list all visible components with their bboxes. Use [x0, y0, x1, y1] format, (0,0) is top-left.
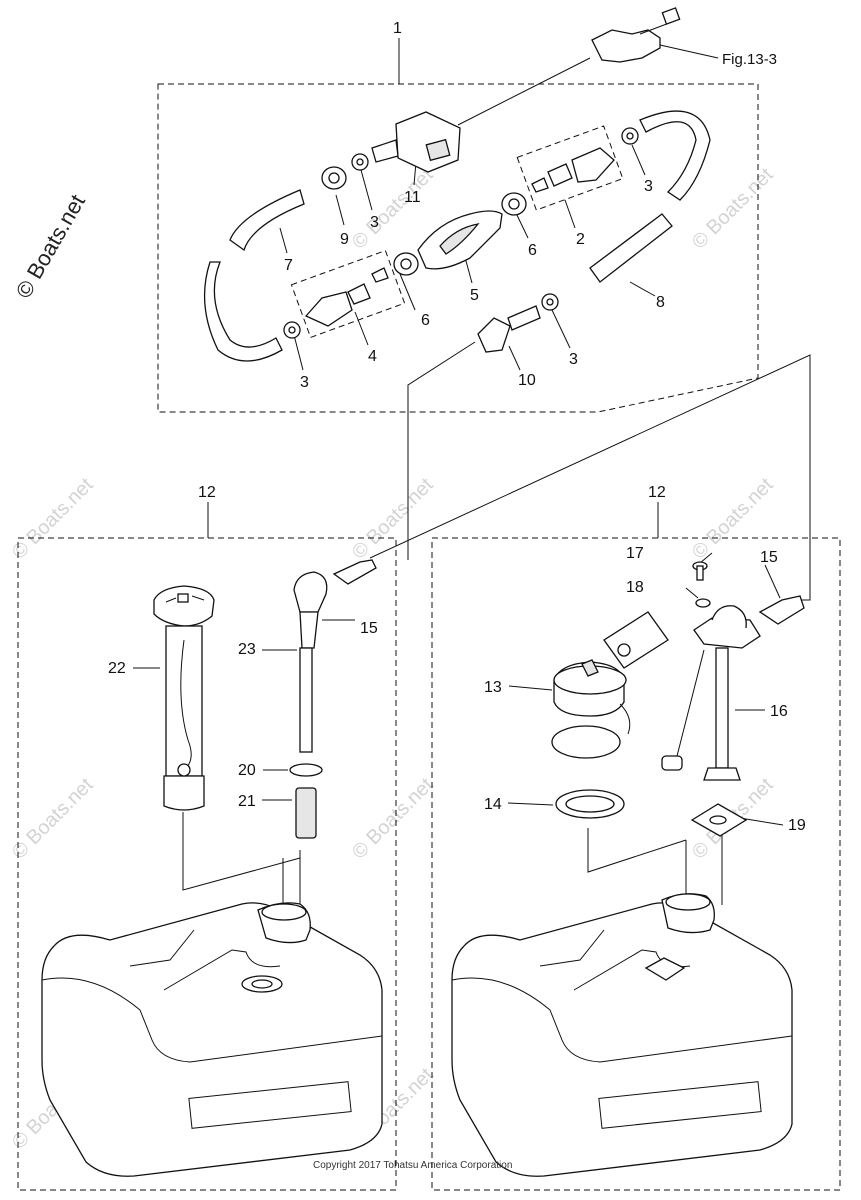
part-21-strainer: [295, 787, 317, 839]
hose-7: [203, 189, 305, 362]
callout-5: 5: [470, 287, 479, 304]
fuel-tank-right: [451, 893, 793, 1177]
callout-10: 10: [518, 372, 536, 389]
callout-3: 3: [644, 178, 653, 195]
watermark: © Boats.net: [348, 774, 438, 864]
washers-top: [283, 127, 639, 339]
callout-3: 3: [370, 214, 379, 231]
callout-labels: 1 Fig.13-3 11 9 3 7 3 2 6 5 8 6 4 3 3 10…: [108, 20, 806, 834]
callout-13: 13: [484, 679, 502, 696]
callout-7: 7: [284, 257, 293, 274]
part-19-gasket: [690, 803, 748, 837]
callout-15-left: 15: [360, 620, 378, 637]
callout-22: 22: [108, 660, 126, 677]
part-22-fuel-gauge: [153, 585, 215, 811]
tank-right-box: [431, 537, 841, 1191]
callout-12-right: 12: [648, 484, 666, 501]
part-15-connector-left: [332, 559, 377, 585]
callout-3: 3: [569, 351, 578, 368]
hose-8: [589, 213, 673, 283]
figure-reference: Fig.13-3: [722, 51, 777, 68]
part-17-screw: [692, 561, 708, 581]
callout-6: 6: [421, 312, 430, 329]
watermark: © Boats.net: [8, 474, 98, 564]
fuel-line-assembly-box: [157, 83, 759, 413]
copyright-notice: Copyright 2017 Tohatsu America Corporati…: [313, 1160, 512, 1171]
callout-23: 23: [238, 641, 256, 658]
part-2-quick-connector: [516, 125, 624, 211]
part-15-connector-right: [758, 595, 805, 625]
watermark: © Boats.net: [8, 774, 98, 864]
callout-17: 17: [626, 545, 644, 562]
callout-15-right: 15: [760, 549, 778, 566]
watermark: © Boats.net: [348, 474, 438, 564]
callout-14: 14: [484, 796, 502, 813]
fuel-tank-left: [41, 902, 383, 1177]
callout-16: 16: [770, 703, 788, 720]
part-16-sender: [661, 605, 761, 781]
callout-20: 20: [238, 762, 256, 779]
watermark: © Boats.net: [348, 164, 438, 254]
callout-1: 1: [393, 20, 402, 37]
label-plate: [603, 611, 669, 669]
callout-18: 18: [626, 579, 644, 596]
callout-9: 9: [340, 231, 349, 248]
callout-2: 2: [576, 231, 585, 248]
callout-11: 11: [404, 189, 421, 206]
part-11-connector-block: [371, 111, 461, 173]
watermark: © Boats.net: [688, 164, 778, 254]
part-5-primer-bulb: [417, 210, 503, 270]
engine-connector: [591, 7, 681, 63]
part-13-fuel-cap: [551, 659, 631, 759]
hose-upper: [639, 110, 711, 201]
part-23-pickup-tube: [293, 571, 328, 753]
side-watermark: © Boats.net: [11, 190, 90, 302]
part-18-washer: [695, 598, 711, 608]
part-10-fitting: [477, 305, 541, 353]
tank-left-box: [17, 537, 397, 1191]
callout-3: 3: [300, 374, 309, 391]
part-14-gasket: [555, 789, 625, 819]
callout-8: 8: [656, 294, 665, 311]
callout-6: 6: [528, 242, 537, 259]
leader-lines: [133, 38, 811, 980]
callout-21: 21: [238, 793, 256, 810]
callout-19: 19: [788, 817, 806, 834]
callout-4: 4: [368, 348, 377, 365]
part-4-quick-connector: [290, 249, 406, 339]
callout-12-left: 12: [198, 484, 216, 501]
part-20-o-ring: [289, 763, 323, 777]
